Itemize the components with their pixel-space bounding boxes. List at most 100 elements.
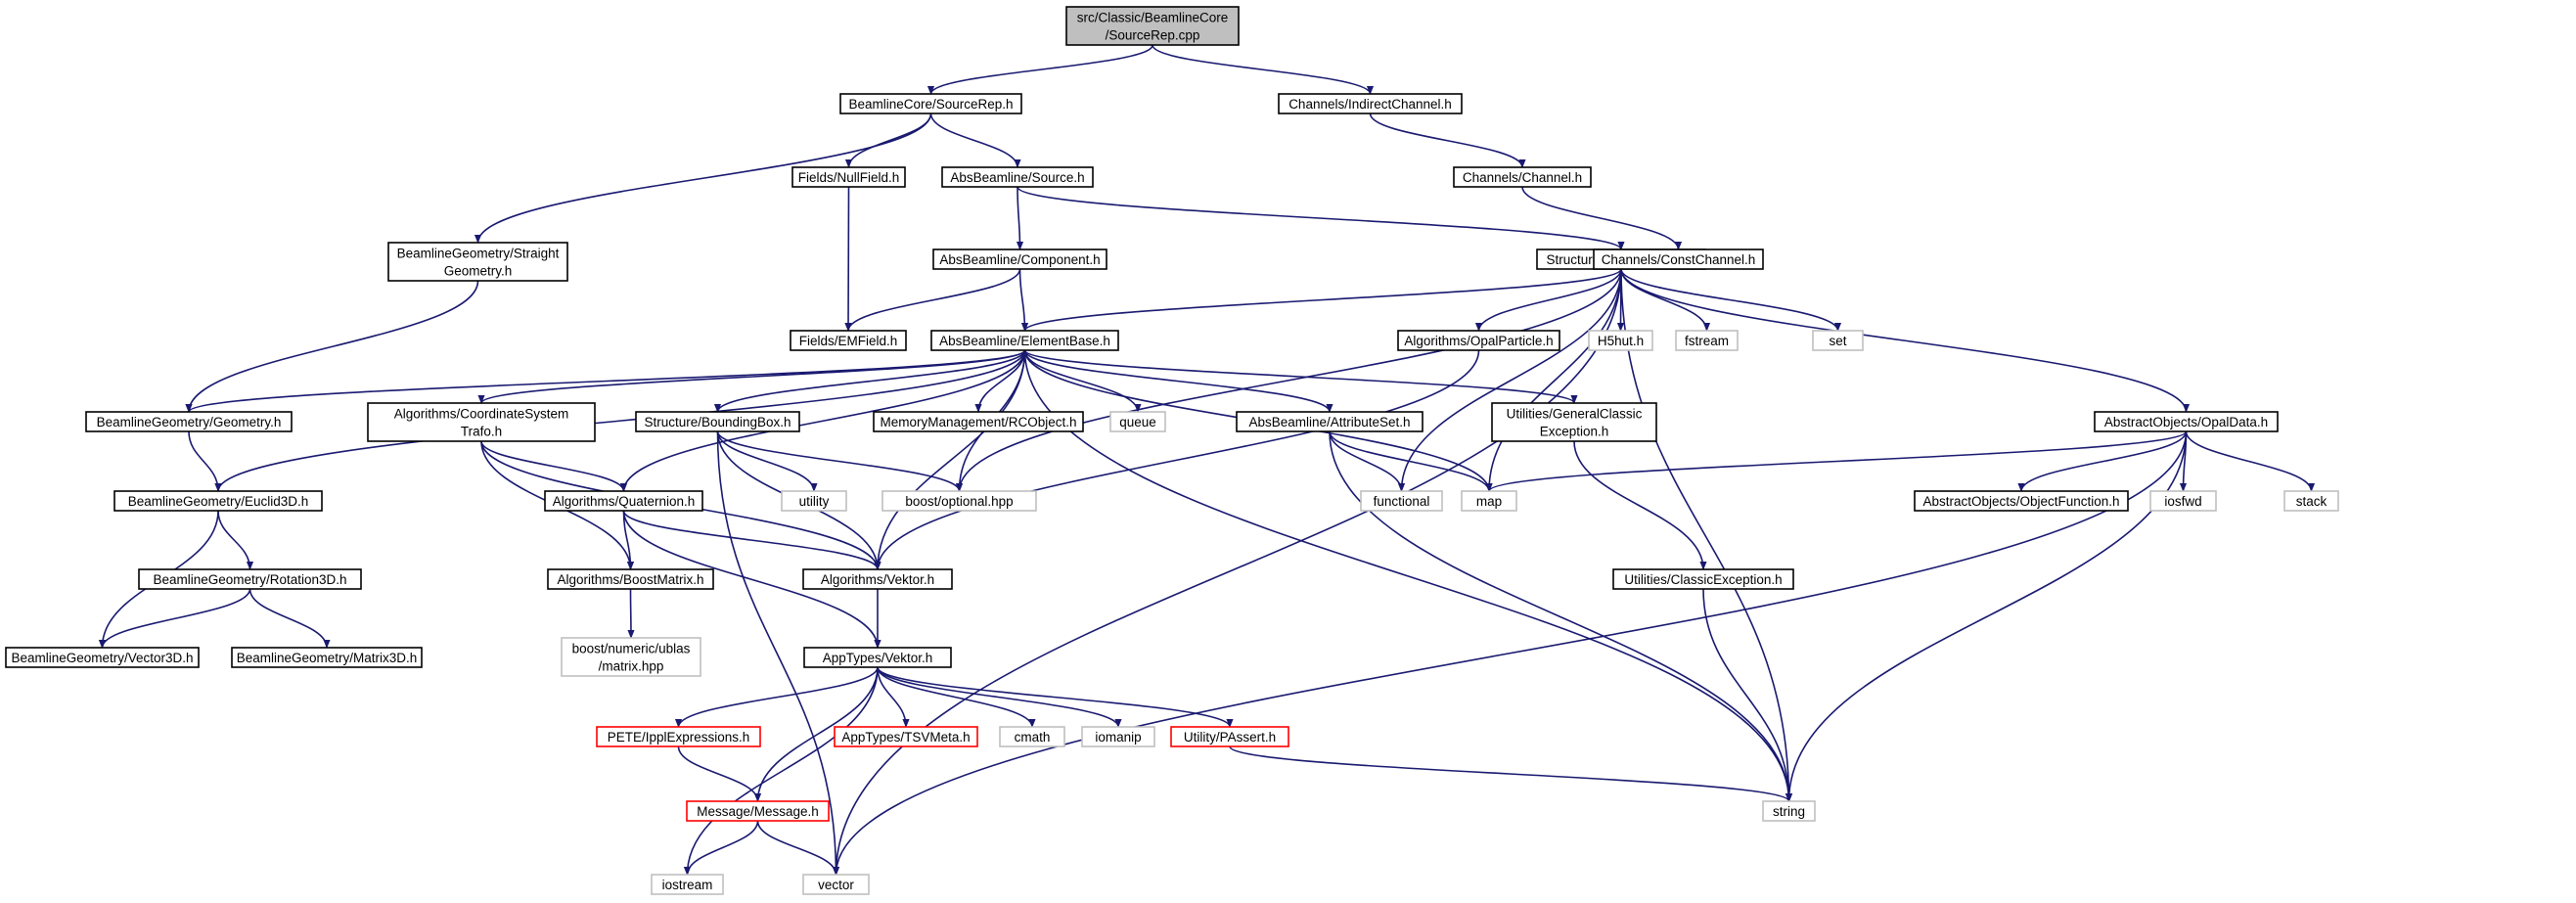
graph-node-functional: functional [1360, 490, 1443, 512]
node-box [651, 874, 724, 895]
graph-node-algorithms-vektor-h[interactable]: Algorithms/Vektor.h [802, 568, 953, 590]
node-label: iomanip [1095, 730, 1141, 745]
edge-absbeamline-attributeset-h-to-string [1329, 430, 1793, 802]
node-label: iosfwd [2164, 494, 2201, 509]
node-label: AbstractObjects/OpalData.h [2104, 415, 2268, 429]
graph-node-algorithms-opalparticle-h[interactable]: Algorithms/OpalParticle.h [1397, 330, 1560, 351]
node-label: vector [818, 878, 854, 892]
graph-node-algorithms-boostmatrix-h[interactable]: Algorithms/BoostMatrix.h [547, 568, 714, 590]
node-box [85, 411, 293, 432]
edge-src-classic-beamlinecore-sourcerep-cpp-to-beamlinecore-sourcerep-h [926, 44, 1153, 95]
graph-node-beamlinegeometry-rotation3d-h[interactable]: BeamlineGeometry/Rotation3D.h [138, 568, 362, 590]
node-box [1109, 411, 1166, 432]
graph-node-beamlinegeometry-vector3d-h[interactable]: BeamlineGeometry/Vector3D.h [5, 647, 200, 668]
node-box [1170, 726, 1289, 747]
node-label: BeamlineCore/SourceRep.h [848, 97, 1013, 112]
graph-node-channels-constchannel-h[interactable]: Channels/ConstChannel.h [1593, 248, 1764, 270]
node-label: AppTypes/TSVMeta.h [841, 730, 970, 745]
graph-node-beamlinegeometry-euclid3d-h[interactable]: BeamlineGeometry/Euclid3D.h [113, 490, 323, 512]
graph-node-cmath: cmath [999, 726, 1065, 747]
node-label: Trafo.h [461, 425, 502, 439]
graph-node-structure-boundingbox-h[interactable]: Structure/BoundingBox.h [635, 411, 800, 432]
node-box [802, 874, 870, 895]
graph-node-memorymanagement-rcobject-h[interactable]: MemoryManagement/RCObject.h [873, 411, 1084, 432]
graph-node-fstream: fstream [1675, 330, 1739, 351]
edge-src-classic-beamlinecore-sourcerep-cpp-to-channels-indirectchannel-h [1152, 44, 1375, 95]
edge-message-message-h-to-vector [756, 820, 840, 876]
edge-absbeamline-component-h-to-fields-emfield-h [844, 268, 1021, 332]
edge-structure-lossdatasink-h-to-algorithms-opalparticle-h [1474, 268, 1622, 332]
graph-node-absbeamline-component-h[interactable]: AbsBeamline/Component.h [932, 248, 1107, 270]
node-label: src/Classic/BeamlineCore [1077, 11, 1229, 25]
node-box [941, 166, 1094, 188]
node-label: /matrix.hpp [599, 659, 664, 674]
edge-structure-lossdatasink-h-to-absbeamline-elementbase-h [1021, 268, 1622, 332]
node-label: MemoryManagement/RCObject.h [880, 415, 1076, 429]
node-label: AbsBeamline/Source.h [950, 170, 1084, 185]
graph-node-message-message-h[interactable]: Message/Message.h [686, 800, 830, 822]
edge-algorithms-coordinatesystemtrafo-h-to-algorithms-quaternion-h [480, 440, 628, 492]
graph-node-channels-indirectchannel-h[interactable]: Channels/IndirectChannel.h [1278, 93, 1463, 114]
node-box [1914, 490, 2129, 512]
edge-abstractobjects-opaldata-h-to-stack [2185, 430, 2316, 492]
node-box [802, 568, 953, 590]
node-label: string [1773, 804, 1805, 819]
node-label: Algorithms/Vektor.h [821, 572, 934, 587]
node-box [839, 93, 1022, 114]
graph-node-beamlinegeometry-geometry-h[interactable]: BeamlineGeometry/Geometry.h [85, 411, 293, 432]
edge-message-message-h-to-iostream [683, 820, 759, 876]
edge-abstractobjects-opaldata-h-to-string [1785, 430, 2188, 802]
edge-beamlinegeometry-euclid3d-h-to-beamlinegeometry-rotation3d-h [217, 510, 254, 570]
graph-node-apptypes-tsvmeta-h[interactable]: AppTypes/TSVMeta.h [834, 726, 978, 747]
graph-node-abstractobjects-opaldata-h[interactable]: AbstractObjects/OpalData.h [2094, 411, 2279, 432]
node-label: Utility/PAssert.h [1184, 730, 1276, 745]
node-box [113, 490, 323, 512]
edge-pete-ipplexpressions-h-to-message-message-h [677, 745, 762, 802]
graph-node-apptypes-vektor-h[interactable]: AppTypes/Vektor.h [803, 647, 952, 668]
graph-node-beamlinecore-sourcerep-h[interactable]: BeamlineCore/SourceRep.h [839, 93, 1022, 114]
graph-node-utility-passert-h[interactable]: Utility/PAssert.h [1170, 726, 1289, 747]
graph-node-absbeamline-elementbase-h[interactable]: AbsBeamline/ElementBase.h [930, 330, 1119, 351]
graph-node-absbeamline-attributeset-h[interactable]: AbsBeamline/AttributeSet.h [1236, 411, 1424, 432]
graph-node-src-classic-beamlinecore-sourcerep-cpp[interactable]: src/Classic/BeamlineCore/SourceRep.cpp [1065, 6, 1240, 46]
node-label: Fields/NullField.h [798, 170, 900, 185]
edge-structure-lossdatasink-h-to-set [1620, 268, 1842, 332]
graph-node-fields-nullfield-h[interactable]: Fields/NullField.h [791, 166, 906, 188]
edge-abstractobjects-opaldata-h-to-abstractobjects-objectfunction-h [2017, 430, 2188, 492]
node-label: utility [799, 494, 830, 509]
edge-absbeamline-elementbase-h-to-beamlinegeometry-geometry-h [185, 349, 1026, 413]
edge-apptypes-vektor-h-to-utility-passert-h [877, 666, 1234, 728]
edge-algorithms-quaternion-h-to-apptypes-vektor-h [622, 510, 881, 649]
graph-node-stack: stack [2283, 490, 2339, 512]
edge-absbeamline-elementbase-h-to-beamlinegeometry-euclid3d-h [214, 349, 1026, 492]
graph-node-fields-emfield-h[interactable]: Fields/EMField.h [790, 330, 907, 351]
node-label: Exception.h [1540, 425, 1609, 439]
graph-node-algorithms-quaternion-h[interactable]: Algorithms/Quaternion.h [544, 490, 703, 512]
graph-node-channels-channel-h[interactable]: Channels/Channel.h [1453, 166, 1592, 188]
node-label: Message/Message.h [697, 804, 819, 819]
node-label: H5hut.h [1598, 334, 1644, 348]
edge-structure-lossdatasink-h-to-vector [832, 268, 1622, 876]
node-label: Channels/Channel.h [1463, 170, 1582, 185]
node-box [1461, 490, 1517, 512]
graph-node-abstractobjects-objectfunction-h[interactable]: AbstractObjects/ObjectFunction.h [1914, 490, 2129, 512]
edge-structure-lossdatasink-h-to-boost-optional-hpp [955, 268, 1622, 492]
node-box [1065, 6, 1240, 46]
node-box [791, 166, 906, 188]
graph-node-utilities-classicexception-h[interactable]: Utilities/ClassicException.h [1612, 568, 1794, 590]
edge-abstractobjects-opaldata-h-to-map [1485, 430, 2188, 492]
edge-absbeamline-source-h-to-structure-lossdatasink-h [1017, 186, 1625, 250]
node-label: Channels/ConstChannel.h [1602, 252, 1756, 267]
graph-node-absbeamline-source-h[interactable]: AbsBeamline/Source.h [941, 166, 1094, 188]
edge-structure-boundingbox-h-to-utility [716, 430, 818, 492]
graph-node-beamlinegeometry-matrix3d-h[interactable]: BeamlineGeometry/Matrix3D.h [231, 647, 423, 668]
graph-node-pete-ipplexpressions-h[interactable]: PETE/IpplExpressions.h [596, 726, 761, 747]
edge-absbeamline-attributeset-h-to-map [1329, 430, 1493, 492]
node-label: Channels/IndirectChannel.h [1288, 97, 1452, 112]
edge-structure-lossdatasink-h-to-string [1620, 268, 1793, 802]
node-box [781, 490, 847, 512]
edge-beamlinecore-sourcerep-h-to-fields-nullfield-h [844, 113, 932, 168]
